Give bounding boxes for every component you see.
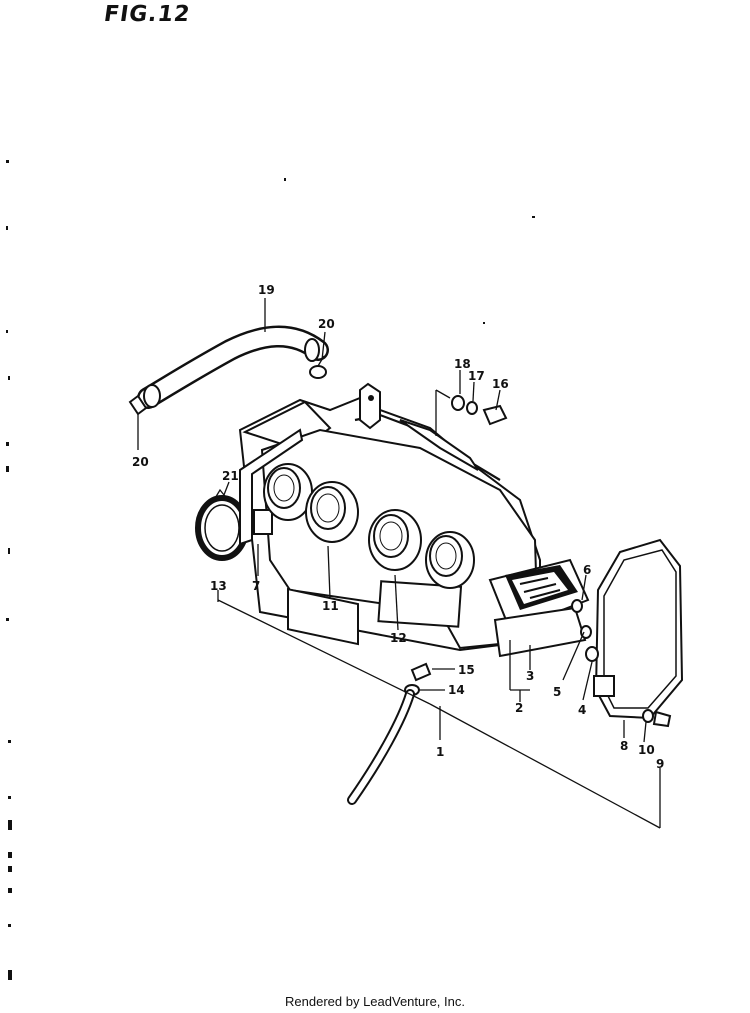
air-cleaner-cap: [593, 538, 684, 720]
screw-9: [652, 710, 672, 728]
grommet-4: [585, 646, 599, 662]
washer-18: [451, 395, 465, 411]
callout-16: 16: [492, 377, 509, 391]
callout-numbers: 19 20 20 21 13 7 11 12 15 14 1 3 2 5 4 6…: [132, 283, 664, 771]
callout-20-left: 20: [132, 455, 149, 469]
callout-6: 6: [583, 563, 591, 577]
funnel-4: [425, 531, 475, 589]
intake-clamp: [195, 488, 249, 561]
hose-clip-left: [128, 394, 148, 450]
callout-8: 8: [620, 739, 628, 753]
leader-lines: [217, 298, 661, 829]
intake-funnels: [263, 463, 475, 589]
nut-17: [466, 401, 478, 415]
clamp-15: [410, 662, 432, 682]
filter-mesh: [505, 565, 578, 610]
callout-21: 21: [222, 469, 239, 483]
callout-15: 15: [458, 663, 475, 677]
callout-9: 9: [656, 757, 664, 771]
callout-14: 14: [448, 683, 465, 697]
hose-clip-right: [309, 355, 327, 379]
callout-11: 11: [322, 599, 339, 613]
footer-credit: Rendered by LeadVenture, Inc.: [285, 994, 465, 1009]
case-holder: [239, 428, 304, 546]
washer-10: [642, 709, 654, 723]
callout-20-right: 20: [318, 317, 335, 331]
hardware: [347, 389, 672, 805]
bolt-16: [482, 404, 508, 426]
callout-3: 3: [526, 669, 534, 683]
callout-17: 17: [468, 369, 485, 383]
washer-5: [580, 625, 592, 639]
callout-7: 7: [252, 579, 260, 593]
washer-6: [571, 599, 583, 613]
scan-specks: [6, 160, 535, 980]
funnel-3: [368, 509, 422, 571]
funnel-2: [305, 481, 359, 543]
callout-5: 5: [553, 685, 561, 699]
callout-4: 4: [578, 703, 586, 717]
callout-1: 1: [436, 745, 444, 759]
callout-12: 12: [390, 631, 407, 645]
breather-hose: [137, 325, 329, 409]
callout-10: 10: [638, 743, 655, 757]
funnel-1: [263, 463, 313, 521]
callout-19: 19: [258, 283, 275, 297]
callout-18: 18: [454, 357, 471, 371]
callout-2: 2: [515, 701, 523, 715]
callout-13: 13: [210, 579, 227, 593]
